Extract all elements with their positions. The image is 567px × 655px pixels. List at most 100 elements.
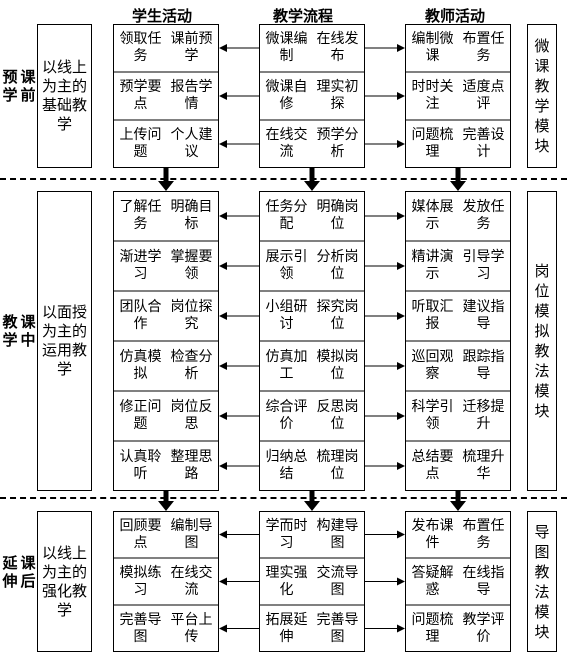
cell-line: 明确目标 [170, 199, 213, 232]
cell-line: 迁移提升 [462, 399, 505, 432]
cell-line: 反思岗位 [316, 399, 359, 432]
cell-line: 个人建议 [170, 127, 213, 160]
cell-line: 预学分析 [316, 127, 359, 160]
phase-label-col: 课前 [20, 68, 36, 104]
mode-box: 以面授为主的运用教学 [37, 191, 92, 491]
mode-box: 以线上为主的强化教学 [37, 511, 92, 652]
cell-line: 上传问题 [119, 127, 162, 160]
mode-line: 学 [56, 360, 72, 378]
header-teacher-activity: 教师活动 [424, 7, 485, 25]
module-char: 拟 [534, 322, 550, 340]
phase-label: 课后延伸 [2, 554, 36, 590]
mode-line: 为主的 [41, 322, 87, 340]
cell-line: 微课编制 [265, 31, 308, 64]
phase-char: 预 [2, 68, 18, 86]
cell-line: 预学要点 [119, 79, 162, 112]
cell-line: 发布课件 [411, 517, 454, 551]
arrow-head-left [219, 577, 227, 586]
mode-line: 以线上 [41, 58, 87, 76]
cell-line: 渐进学习 [119, 249, 162, 282]
module-char: 模 [534, 117, 550, 135]
module-char: 教 [534, 77, 550, 95]
arrow-head-left [219, 92, 227, 100]
cell-line: 明确岗位 [316, 199, 359, 232]
phase-char: 后 [20, 571, 36, 590]
column-box-teacher [405, 24, 511, 168]
arrow-head-left [219, 624, 227, 633]
section-separator-2 [0, 497, 567, 499]
mode-line: 以面授 [41, 303, 87, 321]
column-box-teacher [405, 191, 511, 491]
cell-line: 仿真模拟 [119, 349, 162, 382]
phase-label-col: 课后 [20, 554, 36, 590]
column-box-flow [259, 24, 365, 168]
cell-line: 学而时习 [265, 517, 308, 551]
cell-line: 了解任务 [119, 199, 162, 232]
module-char: 图 [534, 542, 550, 561]
cell-line: 拓展延伸 [265, 611, 308, 645]
phase-char: 学 [2, 331, 18, 349]
cell-line: 回顾要点 [119, 517, 162, 551]
cell-line: 媒体展示 [411, 199, 454, 232]
cell-teacher: 媒体展示发放任务 [405, 191, 511, 241]
cell-line: 任务分配 [265, 199, 308, 232]
phase-char: 学 [2, 86, 18, 104]
mode-line: 强化教 [41, 581, 87, 600]
mode-line: 为主的 [41, 562, 87, 581]
cell-line: 教学评价 [462, 611, 505, 645]
cell-line: 在线指导 [462, 564, 505, 598]
module-text: 微课教学模块 [528, 25, 556, 167]
column-box-flow [259, 511, 365, 652]
phase-label: 课中教学 [2, 313, 36, 349]
cell-student: 认真聆听整理思路 [113, 441, 219, 491]
cell-line: 小组研讨 [265, 299, 308, 332]
cell-line: 编制微课 [411, 31, 454, 64]
module-char: 课 [534, 57, 550, 75]
cell-student: 渐进学习掌握要领 [113, 241, 219, 291]
cell-line: 归纳总结 [265, 449, 308, 482]
cell-line: 探究岗位 [316, 299, 359, 332]
module-char: 模 [534, 382, 550, 400]
module-char: 块 [534, 622, 550, 641]
down-arrow-head [304, 501, 320, 511]
down-arrow-head [304, 181, 320, 191]
cell-line: 梳理升华 [462, 449, 505, 482]
module-char: 岗 [534, 262, 550, 280]
cell-line: 构建导图 [316, 517, 359, 551]
arrow-head-right [397, 362, 405, 370]
cell-student: 了解任务明确目标 [113, 191, 219, 241]
cell-line: 理实初探 [316, 79, 359, 112]
phase-char: 课 [20, 553, 36, 572]
cell-student: 模拟练习在线交流 [113, 558, 219, 605]
cell-teacher: 科学引领迁移提升 [405, 391, 511, 441]
arrow-head-right [397, 530, 405, 539]
arrow-head-left [219, 312, 227, 320]
phase-char: 中 [20, 331, 36, 349]
arrow-head-left [219, 362, 227, 370]
mode-text: 以线上为主的强化教学 [38, 512, 91, 651]
cell-line: 交流导图 [316, 564, 359, 598]
module-char: 法 [534, 362, 550, 380]
cell-line: 分析岗位 [316, 249, 359, 282]
module-text: 导图教法模块 [528, 512, 556, 651]
arrow-head-right [397, 262, 405, 270]
arrow-head-left [219, 140, 227, 148]
mode-line: 学 [56, 115, 72, 133]
cell-teacher: 问题梳理教学评价 [405, 605, 511, 652]
down-arrow-head [158, 181, 174, 191]
column-box-student [113, 511, 219, 652]
cell-teacher: 问题梳理完善设计 [405, 120, 511, 168]
cell-teacher: 发布课件布置任务 [405, 511, 511, 558]
mode-line: 基础教 [41, 96, 87, 114]
cell-line: 完善导图 [119, 611, 162, 645]
cell-line: 微课自修 [265, 79, 308, 112]
arrow-head-right [397, 412, 405, 420]
arrow-head-left [219, 212, 227, 220]
cell-teacher: 精讲演示引导学习 [405, 241, 511, 291]
cell-line: 时时关注 [411, 79, 454, 112]
mode-box: 以线上为主的基础教学 [37, 24, 92, 168]
arrow-head-left [219, 262, 227, 270]
cell-student: 上传问题个人建议 [113, 120, 219, 168]
